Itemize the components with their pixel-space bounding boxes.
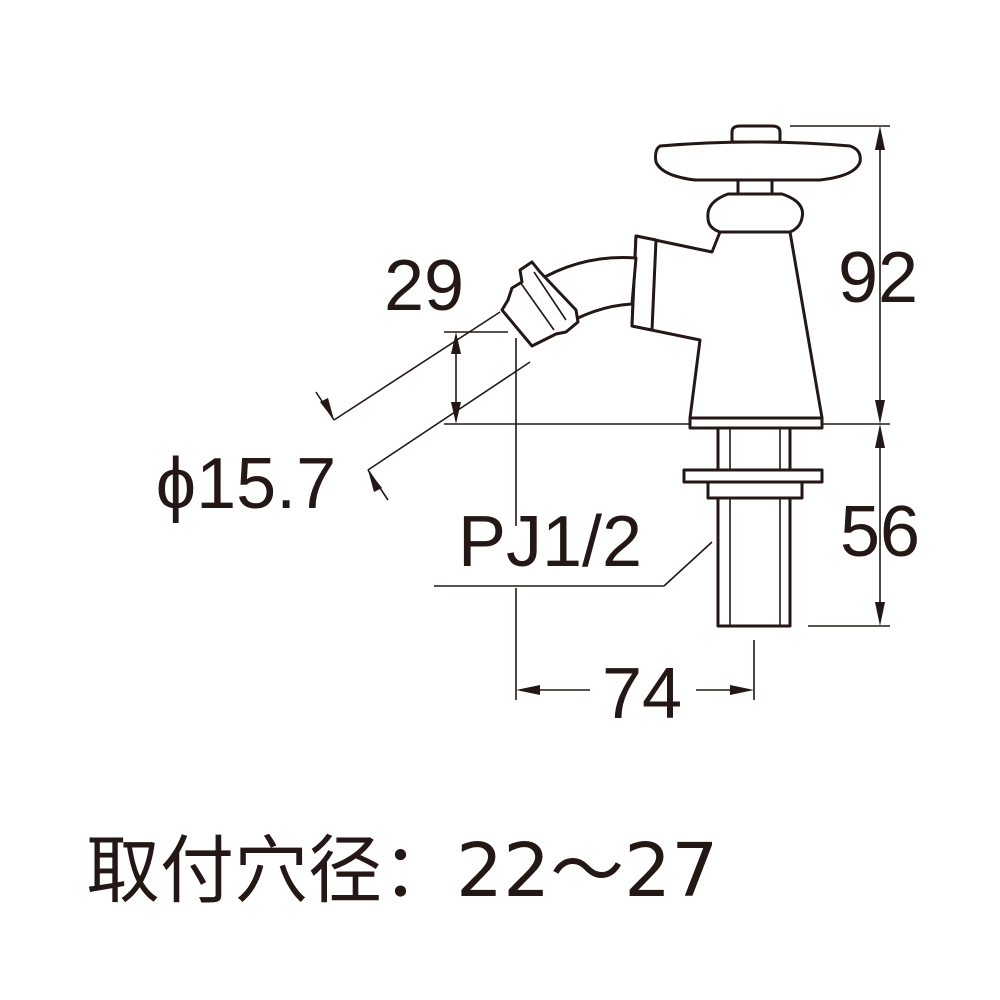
dimension-diameter-label: ϕ15.7 <box>156 444 336 524</box>
mounting-hole-note: 取付穴径：22～27 <box>86 828 718 914</box>
handle-top <box>654 140 862 182</box>
dimension-92: 92 <box>790 125 918 425</box>
lock-nut <box>706 480 804 500</box>
thread-callout: PJ1/2 <box>434 502 713 587</box>
valve-body <box>630 230 824 420</box>
arrowhead <box>875 126 885 150</box>
dimension-92-label: 92 <box>838 238 918 318</box>
dimension-29-label: 29 <box>384 246 464 326</box>
washer <box>682 468 824 484</box>
nozzle-ridge <box>519 281 555 331</box>
faucet-body <box>500 124 862 628</box>
arrowhead <box>875 400 885 424</box>
dimension-74: 74 <box>515 338 755 734</box>
dimension-29: 29 <box>384 246 690 425</box>
arrowhead <box>875 424 885 448</box>
arrowhead <box>516 685 540 695</box>
valve-neck <box>706 192 805 234</box>
arrowhead <box>368 470 382 492</box>
arrowhead <box>451 332 461 354</box>
handle-stem <box>736 178 774 196</box>
dimension-56-label: 56 <box>840 492 920 572</box>
arrowhead <box>730 685 754 695</box>
extension-line <box>367 361 531 471</box>
leader-line <box>663 541 713 587</box>
dimension-diameter: ϕ15.7 <box>156 311 531 524</box>
nozzle-ridge <box>533 271 567 321</box>
arrowhead <box>320 398 334 420</box>
arrowhead <box>451 402 461 424</box>
collar-edge <box>651 239 657 331</box>
dimension-56: 56 <box>808 424 920 627</box>
handle-cap <box>730 124 782 144</box>
extension-line <box>333 311 501 421</box>
thread-label: PJ1/2 <box>458 502 642 582</box>
arrowhead <box>875 602 885 626</box>
dimension-74-label: 74 <box>602 654 682 734</box>
